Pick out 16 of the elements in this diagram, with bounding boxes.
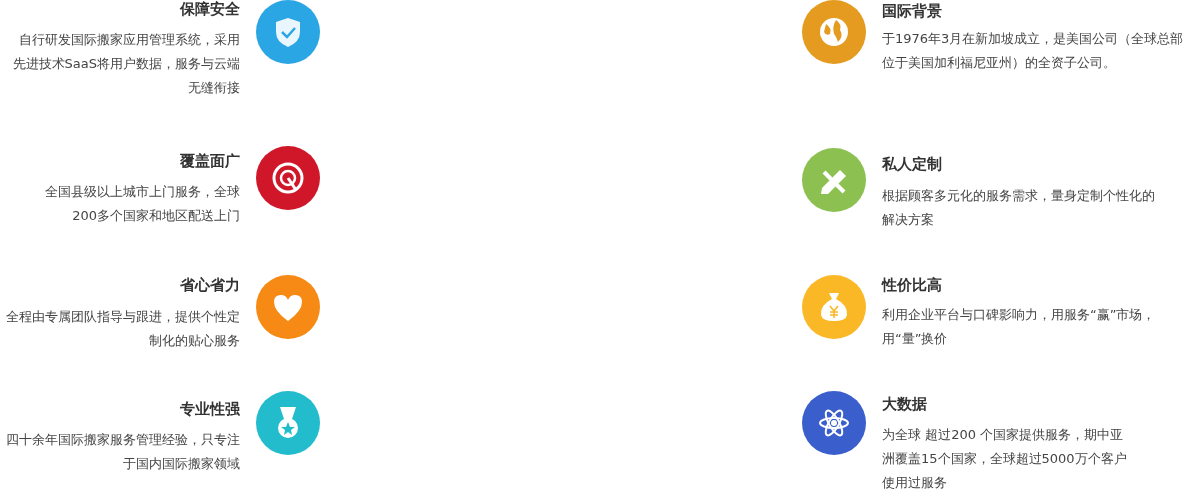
feature-title: 专业性强 <box>180 400 240 419</box>
feature-title: 大数据 <box>882 395 927 414</box>
feature-title: 国际背景 <box>882 2 942 21</box>
feature-description: 为全球 超过200 个国家提供服务，期中亚洲覆盖15个国家，全球超过5000万个客户使用过服务 <box>882 426 1128 491</box>
feature-description: 于1976年3月在新加坡成立，是美国公司（全球总部位于美国加利福尼亚州）的全资子公司。 <box>882 30 1185 72</box>
feature-title: 保障安全 <box>180 0 240 19</box>
feature-title: 覆盖面广 <box>180 152 240 171</box>
feature-title: 省心省力 <box>180 276 240 295</box>
feature-description: 全国县级以上城市上门服务，全球200多个国家和地区配送上门 <box>44 183 240 225</box>
feature-description: 自行研发国际搬家应用管理系统，采用先进技术SaaS将用户数据，服务与云端无缝衔接 <box>12 31 240 97</box>
feature-description: 四十余年国际搬家服务管理经验，只专注于国内国际搬家领域 <box>5 431 240 473</box>
feature-description: 根据顾客多元化的服务需求，量身定制个性化的解决方案 <box>882 187 1156 229</box>
feature-description: 全程由专属团队指导与跟进，提供个性定制化的贴心服务 <box>5 308 240 350</box>
feature-title: 私人定制 <box>882 155 942 174</box>
feature-description: 利用企业平台与口碑影响力，用服务“赢”市场，用“量”换价 <box>882 306 1157 348</box>
feature-title: 性价比高 <box>882 276 942 295</box>
